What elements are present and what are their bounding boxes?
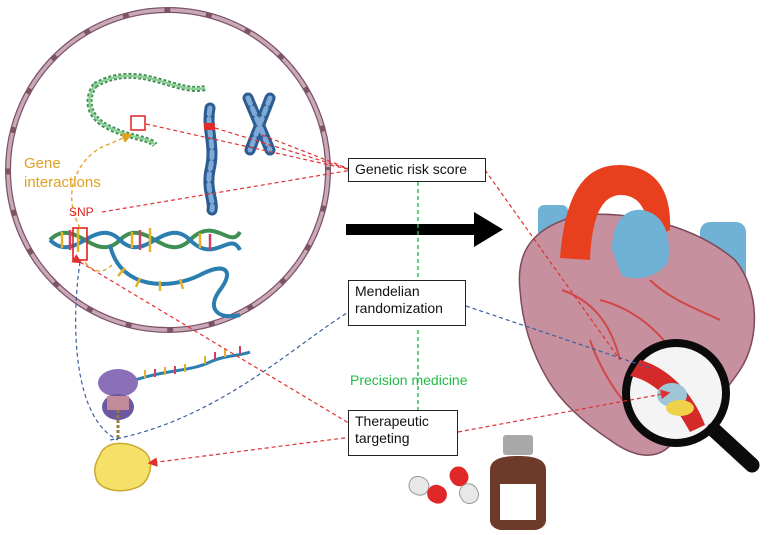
ribosome-mrna-icon bbox=[98, 346, 251, 440]
genetic-risk-score-box: Genetic risk score bbox=[348, 158, 486, 182]
pill-capsules-icon bbox=[408, 466, 479, 505]
nucleus-circle-icon bbox=[5, 7, 331, 333]
mendelian-label-line1: Mendelian bbox=[355, 283, 420, 299]
connector-lines-blue bbox=[75, 261, 651, 441]
gene-interaction-arrow bbox=[71, 133, 133, 229]
gene-interaction-loop bbox=[84, 261, 113, 272]
snp-label: SNP bbox=[69, 205, 94, 219]
therapeutic-label-line2: targeting bbox=[355, 430, 410, 446]
therapeutic-targeting-box: Therapeutic targeting bbox=[348, 410, 458, 456]
mendelian-randomization-box: Mendelian randomization bbox=[348, 280, 466, 326]
protein-blob-icon bbox=[94, 442, 152, 492]
precision-medicine-label: Precision medicine bbox=[350, 372, 468, 388]
connector-lines-red bbox=[71, 123, 671, 467]
gene-interactions-label: Gene interactions bbox=[24, 155, 101, 191]
genetic-risk-score-label: Genetic risk score bbox=[355, 161, 468, 177]
therapeutic-label-line1: Therapeutic bbox=[355, 413, 429, 429]
medicine-bottle-icon bbox=[490, 435, 546, 530]
chromatin-strand-icon bbox=[86, 72, 206, 148]
progression-arrow-icon bbox=[346, 212, 503, 247]
chromosome-pair-icon bbox=[203, 92, 276, 216]
dna-double-helix-icon bbox=[48, 227, 242, 319]
mendelian-label-line2: randomization bbox=[355, 300, 443, 316]
